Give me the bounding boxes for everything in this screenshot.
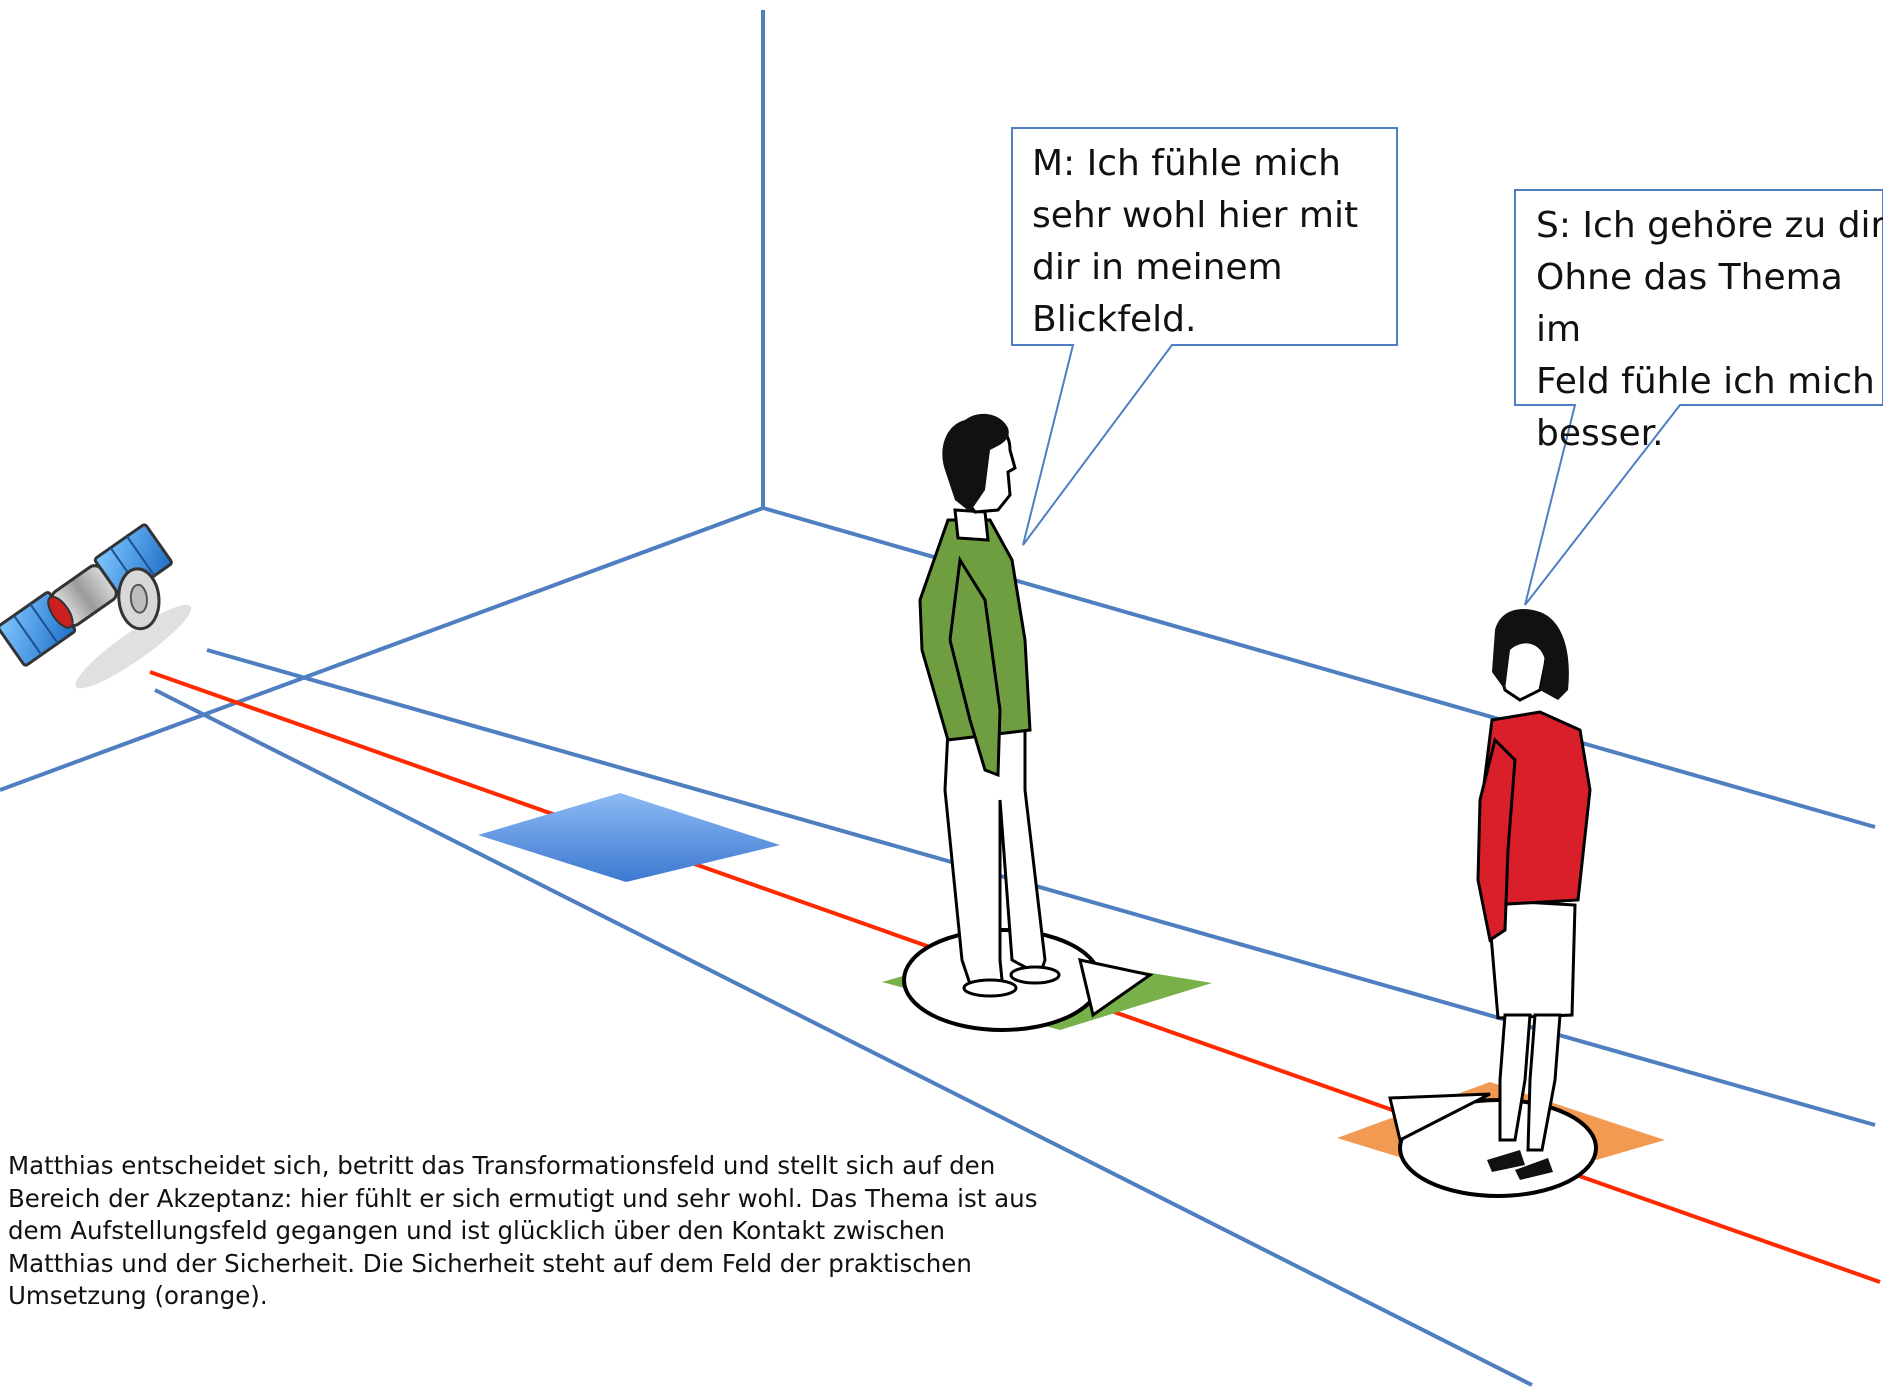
field-blue: [478, 793, 780, 882]
field-boundary-upper: [207, 650, 1875, 1125]
speech-bubble-matthias-text: M: Ich fühle mich sehr wohl hier mit dir…: [1032, 138, 1372, 346]
scene-caption: Matthias entscheidet sich, betritt das T…: [8, 1150, 1098, 1313]
satellite-icon: [0, 524, 207, 716]
figure-matthias: [904, 414, 1150, 1030]
speech-bubble-sicherheit-text: S: Ich gehöre zu dir. Ohne das Thema im …: [1536, 200, 1883, 460]
